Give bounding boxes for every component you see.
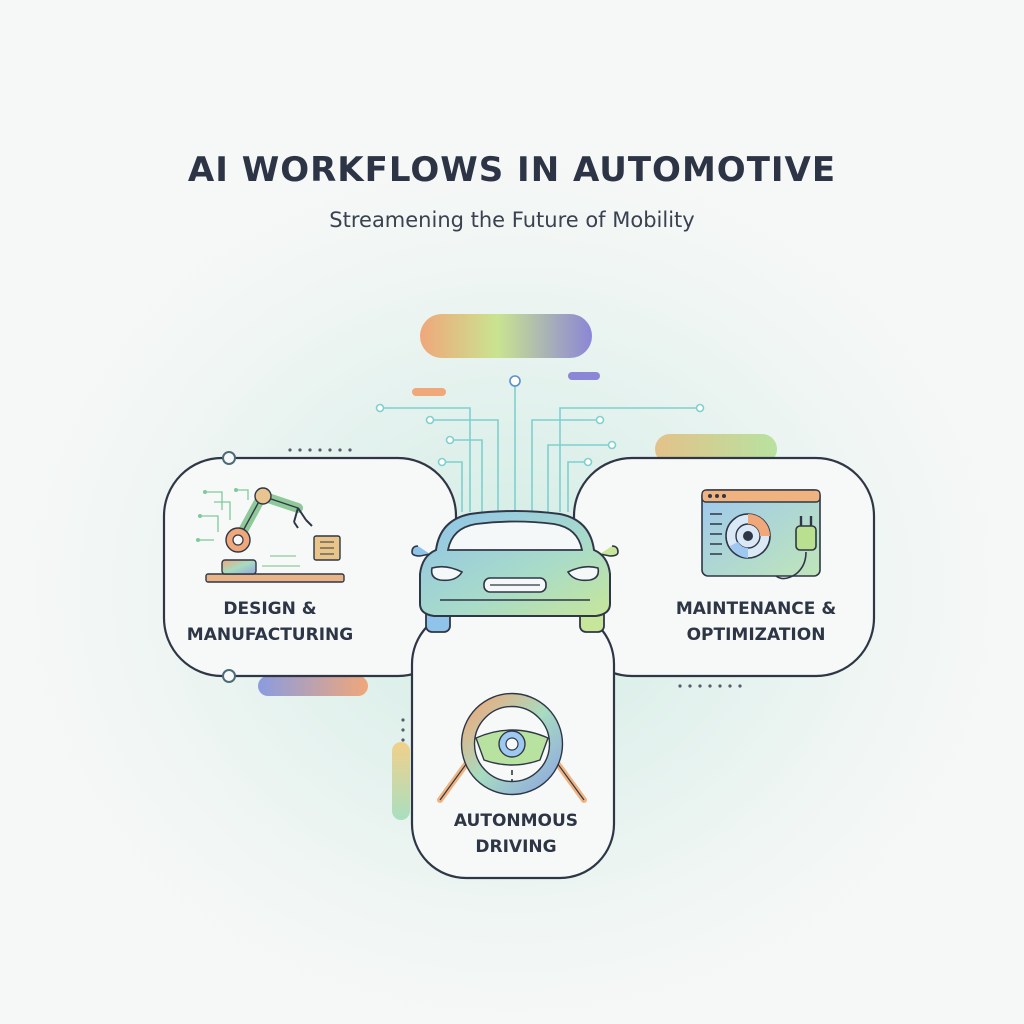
car-icon	[411, 510, 619, 633]
robotic-arm-icon	[196, 487, 345, 583]
decorative-dash	[412, 388, 446, 396]
decorative-pill	[258, 676, 368, 696]
card-label-design-manufacturing: DESIGN & MANUFACTURING	[186, 599, 354, 645]
connector-dot	[222, 451, 236, 465]
diagnostics-screen-plug-icon	[701, 489, 821, 580]
steering-wheel-road-icon	[437, 692, 587, 803]
card-label-maintenance-optimization: MAINTENANCE & OPTIMIZATION	[675, 599, 837, 645]
card-label-autonomous-driving: AUTONMOUS DRIVING	[453, 811, 579, 857]
decorative-pill	[655, 434, 777, 464]
connector-dot	[222, 669, 236, 683]
decorative-pill	[420, 314, 592, 358]
page-title: AI WORKFLOWS IN AUTOMOTIVE	[187, 150, 837, 190]
decorative-dash	[568, 372, 600, 380]
decorative-bar	[392, 742, 410, 820]
page-subtitle: Streamening the Future of Mobility	[329, 208, 695, 232]
dotted-accent	[288, 448, 742, 742]
